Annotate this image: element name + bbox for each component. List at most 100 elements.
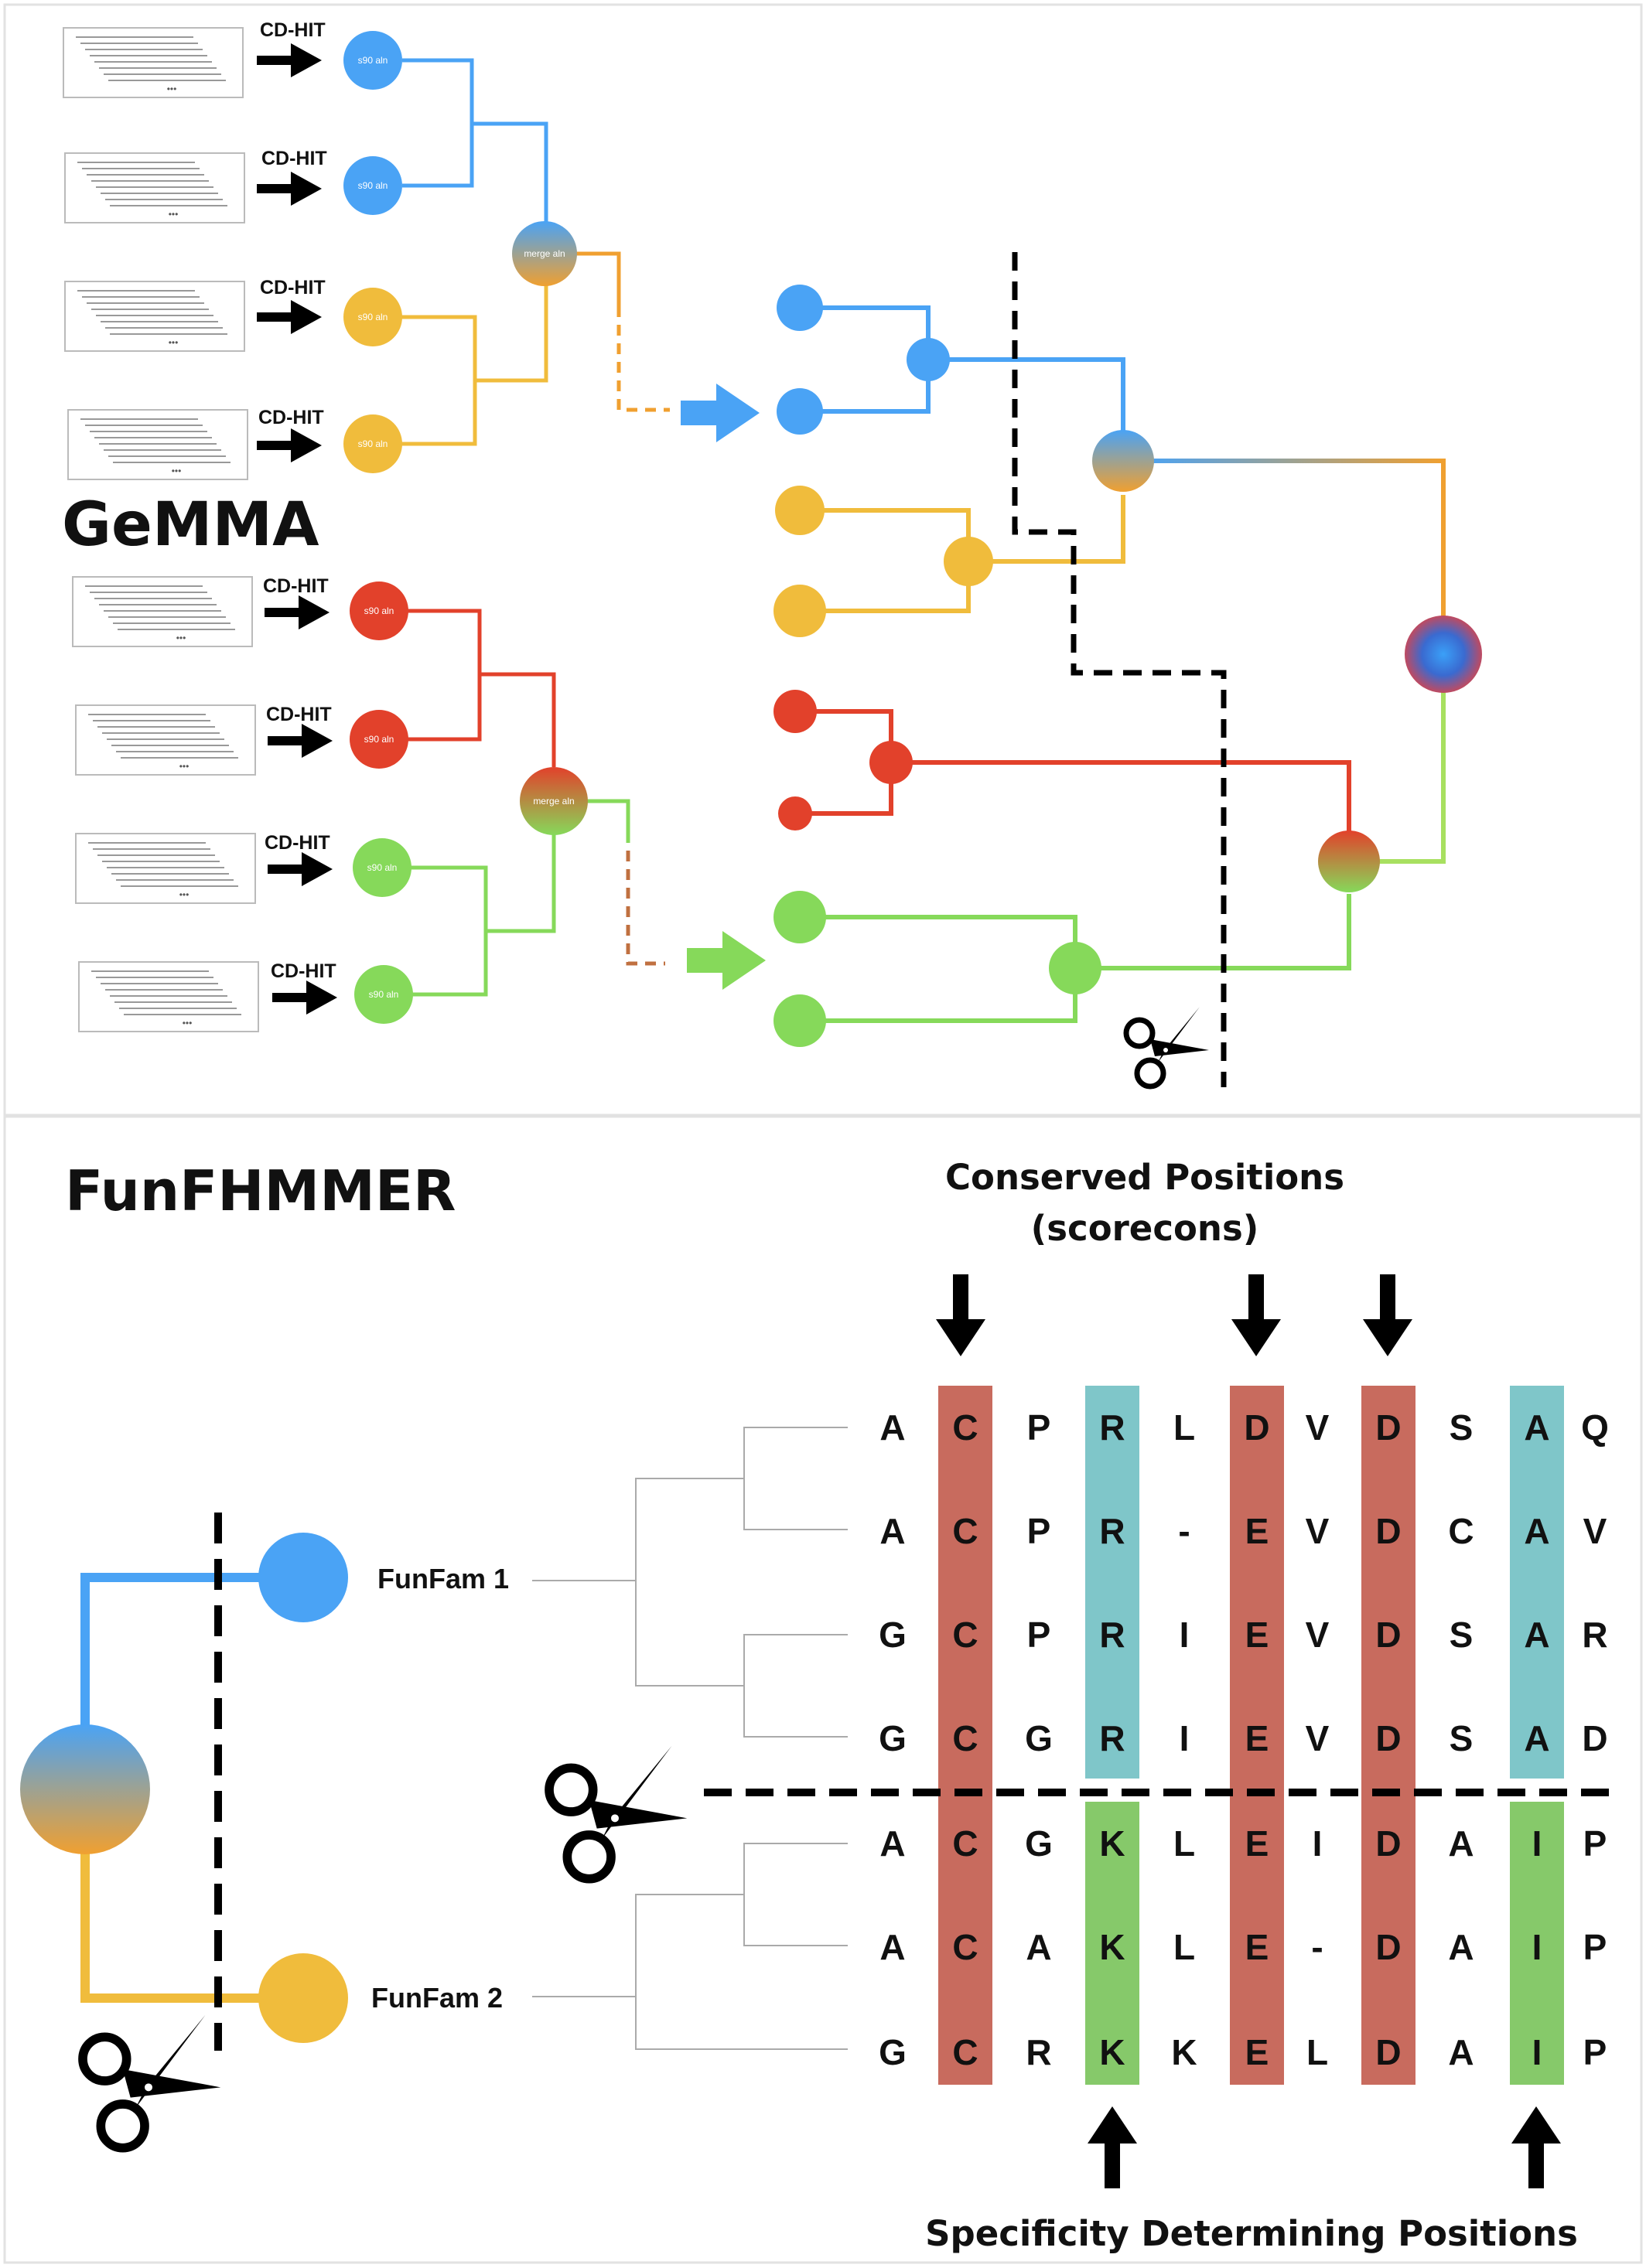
residue: R (1026, 2032, 1051, 2072)
residue: V (1306, 1511, 1330, 1551)
residue: D (1375, 1407, 1401, 1448)
residue: K (1099, 1927, 1125, 1967)
residue: A (879, 1407, 905, 1448)
residue: C (952, 1927, 978, 1967)
alignment-box-6: ••• (75, 704, 256, 776)
cdhit-label: CD-HIT (260, 19, 326, 41)
scissors-icon (549, 1746, 687, 1879)
conserved-header: Conserved Positions (945, 1157, 1344, 1198)
residue: G (879, 1718, 907, 1758)
residue: C (952, 1615, 978, 1655)
svg-text:•••: ••• (183, 1018, 193, 1028)
cdhit-label: CD-HIT (258, 407, 324, 428)
s90-node-label: s90 aln (364, 734, 394, 745)
sdp-column-family2 (1510, 1802, 1564, 2085)
residue: I (1532, 1927, 1542, 1967)
residue: E (1245, 1511, 1269, 1551)
scissors-icon (1126, 1007, 1209, 1086)
alignment-box-8: ••• (78, 961, 259, 1032)
residue: C (952, 1718, 978, 1758)
residue: A (879, 1511, 905, 1551)
merge-node-label: merge aln (533, 796, 574, 807)
svg-text:•••: ••• (169, 337, 179, 348)
residue: C (952, 2032, 978, 2072)
funfam-2-node (258, 1953, 348, 2043)
svg-text:•••: ••• (169, 209, 179, 220)
alignment-box-1: ••• (63, 27, 244, 98)
s90-node (343, 288, 402, 346)
gemma-left-tree (401, 58, 670, 997)
residue: A (1026, 1927, 1051, 1967)
internal-node (869, 741, 913, 784)
residue: R (1099, 1407, 1125, 1448)
residue: A (1448, 1927, 1474, 1967)
residue: L (1306, 2032, 1328, 2072)
residue: D (1582, 1718, 1607, 1758)
alignment-box-4: ••• (67, 409, 248, 480)
residue: D (1375, 1823, 1401, 1864)
s90-node (343, 414, 402, 473)
residue: S (1450, 1407, 1474, 1448)
residue: G (879, 1615, 907, 1655)
internal-node (944, 537, 993, 586)
sdp-header: Specificity Determining Positions (925, 2213, 1578, 2254)
residue: I (1313, 1823, 1323, 1864)
s90-node-label: s90 aln (358, 312, 388, 322)
sequence-dendrogram (532, 1427, 848, 2050)
s90-node (350, 710, 408, 769)
residue: - (1311, 1927, 1323, 1967)
svg-text:•••: ••• (167, 84, 177, 94)
residue: P (1027, 1615, 1051, 1655)
residue: C (952, 1407, 978, 1448)
residue: D (1375, 1718, 1401, 1758)
internal-node (1049, 942, 1101, 994)
residue: E (1245, 2032, 1269, 2072)
alignment-row: A C G K L E I D A I P (879, 1823, 1607, 1864)
merge-node-red-green (520, 767, 588, 835)
residue: E (1245, 1927, 1269, 1967)
residue: D (1375, 1615, 1401, 1655)
conserved-header-sub: (scorecons) (1031, 1208, 1259, 1249)
merge-node-red-green (1318, 830, 1380, 892)
residue: I (1180, 1615, 1190, 1655)
s90-node-label: s90 aln (358, 55, 388, 66)
residue: A (1524, 1407, 1549, 1448)
residue: P (1027, 1511, 1051, 1551)
funfam-1-node (258, 1533, 348, 1622)
sdp-column-family1 (1085, 1386, 1139, 1779)
merge-node-blue-yellow (1092, 430, 1154, 492)
s90-node-label: s90 aln (364, 605, 394, 616)
funfhmmer-panel (3, 1115, 1643, 2264)
leaf-node (773, 994, 826, 1047)
residue: R (1099, 1511, 1125, 1551)
residue: V (1583, 1511, 1607, 1551)
cdhit-label: CD-HIT (271, 960, 336, 982)
conserved-arrows (936, 1274, 1412, 1356)
residue: C (952, 1823, 978, 1864)
alignment-box-3: ••• (64, 281, 245, 352)
residue: K (1171, 2032, 1197, 2072)
internal-node (907, 338, 950, 381)
cdhit-label: CD-HIT (263, 575, 329, 597)
gemma-panel (3, 3, 1643, 1117)
s90-node-label: s90 aln (367, 862, 398, 873)
leaf-node (775, 486, 825, 535)
alignment-row: G C R K K E L D A I P (879, 2032, 1607, 2072)
residue: G (1025, 1823, 1053, 1864)
residue: I (1180, 1718, 1190, 1758)
s90-node (353, 838, 412, 897)
alignment-box-5: ••• (72, 576, 253, 647)
sdp-column-family2 (1085, 1802, 1139, 2085)
svg-text:•••: ••• (179, 889, 190, 900)
residue: A (1448, 1823, 1474, 1864)
s90-node (343, 31, 402, 90)
svg-text:•••: ••• (176, 633, 186, 643)
leaf-node (777, 388, 823, 435)
residue: L (1173, 1823, 1195, 1864)
s90-node (354, 965, 413, 1024)
cdhit-label: CD-HIT (265, 832, 330, 854)
cut-line (1012, 252, 1227, 1087)
residue: - (1178, 1511, 1190, 1551)
sdp-column-family1 (1510, 1386, 1564, 1779)
